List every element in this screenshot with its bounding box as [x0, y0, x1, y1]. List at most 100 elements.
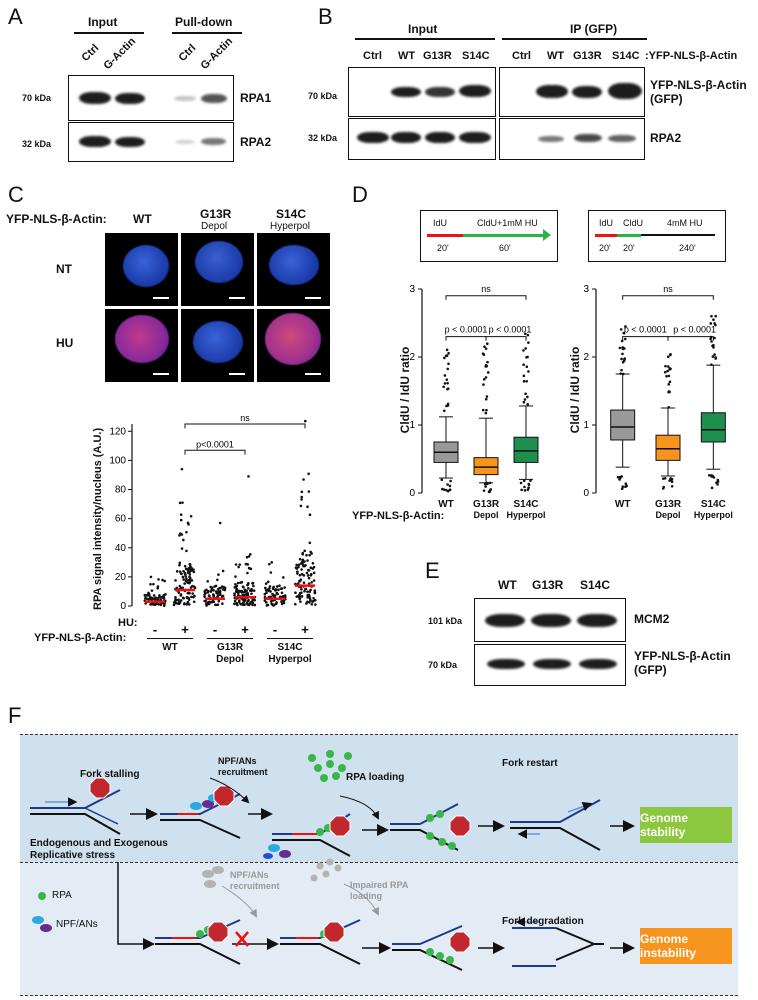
data-point [216, 594, 220, 597]
outlier [666, 355, 670, 359]
data-point [308, 541, 312, 545]
panel-a-lane: G-Actin [101, 35, 139, 72]
panel-c-row: HU [56, 336, 74, 350]
data-point [182, 569, 185, 573]
outlier [622, 372, 625, 376]
badge-genome-stability: Genome stability [640, 807, 732, 843]
outlier [445, 348, 449, 352]
outlier [663, 370, 667, 374]
panel-a-lane: Ctrl [79, 42, 102, 64]
data-point [265, 591, 268, 594]
outlier [712, 318, 715, 321]
data-point [308, 590, 312, 593]
outlier [482, 378, 486, 381]
outlier [710, 314, 713, 318]
hu-label: - [213, 622, 217, 637]
data-point [159, 603, 163, 607]
legend-npf-dots [32, 916, 52, 932]
data-point [299, 600, 302, 603]
outlier [485, 408, 488, 412]
arrow-icon [221, 885, 257, 918]
sig-label: p < 0.0001 [624, 325, 667, 335]
outlier [669, 352, 672, 356]
data-point [203, 595, 206, 599]
data-point [186, 600, 190, 604]
panel-b-group-input: Input [408, 22, 438, 36]
data-point [283, 586, 286, 589]
data-point [300, 495, 304, 499]
data-point [272, 585, 275, 589]
outlier [709, 322, 713, 325]
data-point [310, 552, 313, 555]
y-tick-label: 1 [409, 420, 415, 431]
data-point [234, 575, 237, 578]
outlier [486, 482, 489, 486]
data-point [185, 549, 188, 553]
outlier [448, 484, 452, 488]
data-point [187, 598, 191, 601]
scheme-pulse: CldU+1mM HU [477, 218, 538, 228]
scheme-time: 20' [599, 243, 611, 253]
outlier [442, 385, 445, 389]
data-point [185, 577, 188, 581]
data-point [282, 576, 285, 579]
label-fork-restart: Fork restart [502, 758, 558, 769]
data-point [300, 490, 304, 494]
data-point [309, 572, 313, 576]
fork-7 [280, 919, 361, 965]
outlier [714, 357, 717, 360]
data-point [246, 571, 249, 575]
outlier [522, 363, 525, 367]
outlier [714, 314, 718, 318]
data-point [250, 592, 253, 595]
outlier [668, 380, 672, 384]
outlier [620, 357, 623, 361]
data-point [308, 595, 311, 598]
stop-sign-icon [449, 815, 471, 837]
data-point [302, 478, 305, 481]
outlier [716, 478, 720, 482]
panel-b-blot-input-rpa2 [348, 118, 496, 160]
panel-c-col: S14C [276, 207, 307, 221]
scheme-pulse: IdU [599, 218, 614, 228]
data-point [186, 596, 189, 599]
data-point [174, 579, 177, 582]
outlier [524, 347, 528, 350]
outlier [523, 398, 527, 401]
data-point [311, 562, 315, 565]
data-point [249, 567, 253, 571]
outlier [711, 355, 715, 358]
outlier [441, 487, 444, 491]
badge-genome-instability: Genome instability [640, 928, 732, 964]
data-point [212, 594, 215, 598]
outlier [623, 357, 627, 360]
group-underline [147, 638, 193, 639]
arrow-icon [209, 777, 250, 804]
data-point [216, 578, 219, 582]
pathway-top-bg [20, 734, 738, 863]
data-point [282, 601, 286, 605]
data-point [300, 568, 303, 571]
fiber-row-label: YFP-NLS-β-Actin: [352, 510, 445, 522]
outlier [527, 341, 530, 344]
data-point [250, 587, 253, 591]
outlier [625, 484, 629, 488]
data-point [180, 467, 184, 471]
data-point [234, 582, 237, 586]
arrow-icon [543, 229, 551, 241]
data-point [247, 555, 251, 558]
outlier [716, 483, 719, 486]
outlier [670, 484, 674, 488]
data-point [221, 594, 225, 598]
sig-bracket [445, 336, 487, 341]
outlier [447, 352, 450, 355]
data-point [297, 565, 300, 569]
outlier [445, 378, 449, 381]
outlier [445, 404, 448, 408]
panel-c-col: G13R [200, 207, 232, 221]
outlier [667, 406, 671, 409]
data-point [252, 589, 256, 592]
scheme-bar-green [617, 234, 641, 237]
data-point [178, 570, 182, 573]
data-point [246, 583, 249, 587]
